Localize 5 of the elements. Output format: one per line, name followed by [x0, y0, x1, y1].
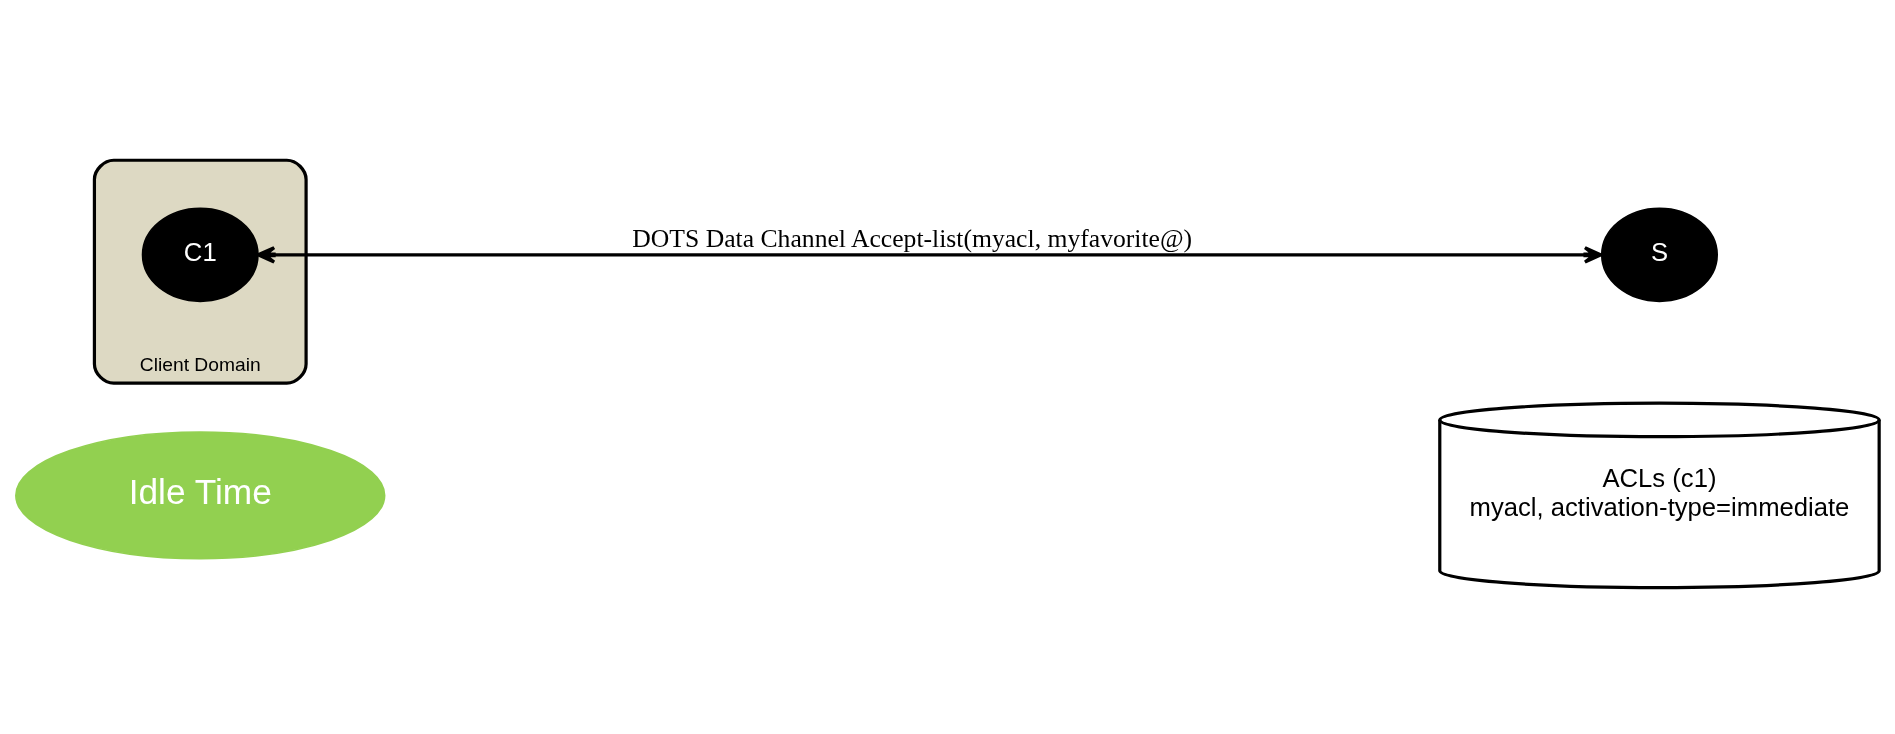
node-ellipse: S: [1600, 207, 1718, 302]
node-ellipse: C1: [141, 207, 259, 302]
edge-label: DOTS Data Channel Accept-list(myacl, myfavorite@): [632, 223, 1193, 253]
node-ellipse: Idle Time: [15, 430, 386, 559]
arrow: [256, 245, 1603, 264]
